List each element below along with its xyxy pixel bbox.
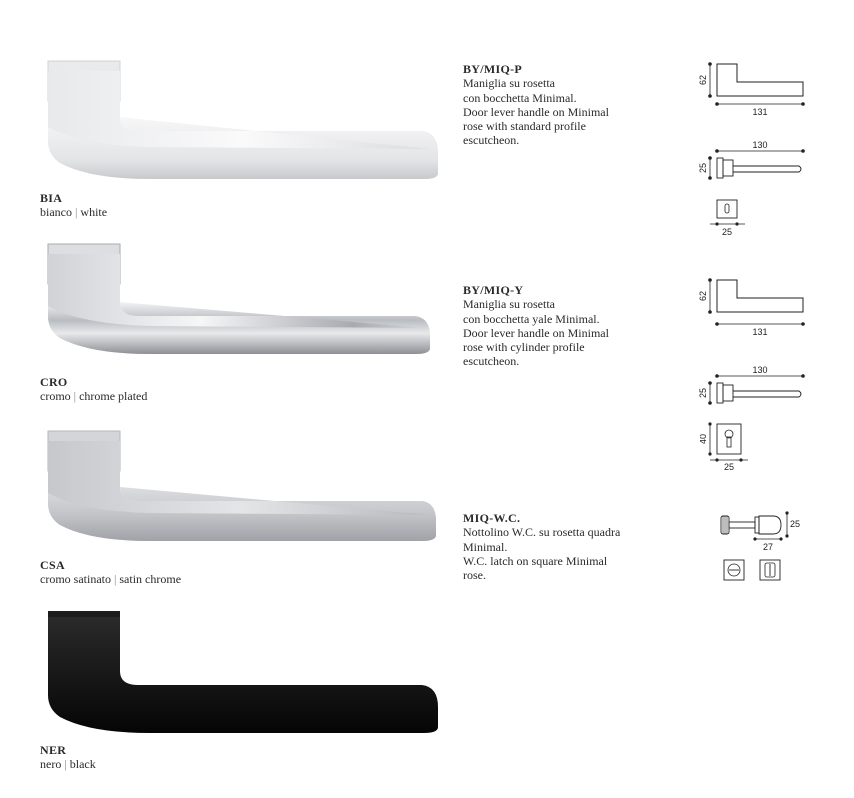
finish-name-it: bianco [40, 205, 72, 219]
model-description: MIQ-W.C. Nottolino W.C. su rosetta quadr… [463, 511, 673, 582]
finish-name-it: cromo satinato [40, 572, 111, 586]
model-line: Nottolino W.C. su rosetta quadra [463, 525, 621, 540]
finish-name: cromo | chrome plated [40, 389, 147, 404]
finish-name-en: white [80, 205, 108, 219]
drawing-top-view-y: 130 25 [698, 365, 805, 405]
dim-wc-height: 25 [790, 519, 800, 529]
finish-code: NER [40, 743, 67, 757]
separator: | [73, 389, 77, 403]
dim-rose: 25 [698, 388, 708, 398]
finish-code: CRO [40, 375, 68, 389]
dim-escutcheon: 25 [722, 227, 732, 237]
model-code: BY/MIQ-Y [463, 283, 524, 297]
finish-name: cromo satinato | satin chrome [40, 572, 181, 587]
model-line: con bocchetta yale Minimal. [463, 311, 600, 326]
finish-name-it: nero [40, 757, 62, 771]
finish-name-en: satin chrome [119, 572, 182, 586]
model-line: Maniglia su rosetta [463, 76, 555, 91]
model-line: W.C. latch on square Minimal [463, 553, 608, 568]
dim-height: 62 [698, 291, 708, 301]
drawing-escutcheon-p: 25 [710, 199, 745, 237]
handle-image-black [48, 611, 438, 733]
separator: | [75, 205, 78, 219]
finish-code: CSA [40, 558, 65, 572]
finish-name-en: chrome plated [79, 389, 148, 403]
finish-code: BIA [40, 191, 63, 205]
separator: | [64, 757, 67, 771]
drawing-front-view-y: 62 131 [698, 278, 805, 336]
drawing-front-view-p: 62 131 [698, 62, 805, 117]
finish-name-en: black [69, 757, 96, 771]
model-line: Maniglia su rosetta [463, 297, 555, 312]
model-line: rose with standard profile [463, 119, 586, 134]
model-description: BY/MIQ-Y Maniglia su rosetta con bocchet… [463, 283, 663, 369]
handle-image-white [47, 60, 438, 179]
model-line: rose with cylinder profile [463, 340, 585, 355]
model-line: rose. [463, 568, 486, 583]
model-line: Minimal. [463, 539, 508, 554]
dim-escutcheon-height: 40 [700, 434, 708, 444]
dim-projection: 130 [752, 365, 767, 375]
model-line: escutcheon. [463, 354, 520, 369]
dim-length: 131 [752, 327, 767, 336]
handle-image-chrome [47, 243, 430, 354]
handle-image-satin-chrome [47, 430, 436, 541]
drawing-top-view-p: 130 25 [698, 140, 805, 180]
drawing-escutcheon-y: 40 25 [700, 422, 748, 472]
dim-escutcheon-width: 25 [724, 462, 734, 472]
model-code: MIQ-W.C. [463, 511, 521, 525]
drawing-wc-roses [723, 559, 781, 581]
drawing-wc-latch: 25 27 [720, 511, 800, 552]
finish-name: nero | black [40, 757, 96, 772]
model-description: BY/MIQ-P Maniglia su rosetta con bocchet… [463, 62, 663, 148]
dim-wc-width: 27 [763, 542, 773, 552]
dim-height: 62 [698, 75, 708, 85]
dim-rose: 25 [698, 163, 708, 173]
model-line: con bocchetta Minimal. [463, 90, 577, 105]
dim-length: 131 [752, 107, 767, 117]
model-line: Door lever handle on Minimal [463, 325, 609, 340]
dim-projection: 130 [752, 140, 767, 150]
finish-name: bianco | white [40, 205, 107, 220]
model-line: escutcheon. [463, 133, 520, 148]
separator: | [113, 572, 117, 586]
model-code: BY/MIQ-P [463, 62, 523, 76]
model-line: Door lever handle on Minimal [463, 104, 609, 119]
finish-name-it: cromo [40, 389, 71, 403]
